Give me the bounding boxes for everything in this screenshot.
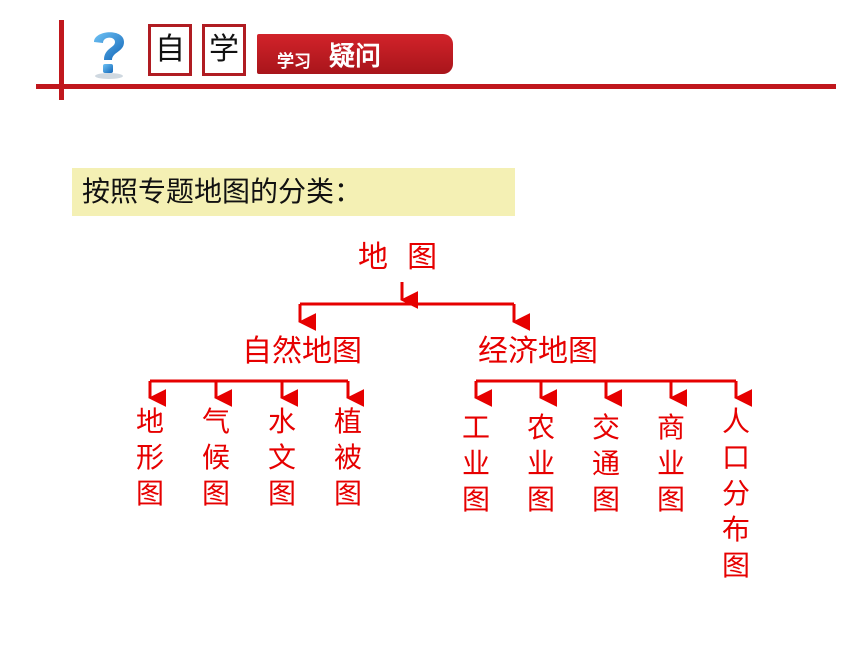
banner-large-text: 疑问	[329, 42, 382, 72]
branch-economic: 经济地图	[478, 334, 598, 369]
leaf-agriculture-map: 农业图	[526, 411, 555, 516]
leaf-population-map: 人口分布图	[721, 405, 750, 582]
section-banner: 学习 疑问	[257, 34, 453, 74]
leaf-climate-map: 气候图	[201, 405, 230, 510]
leaf-transport-map: 交通图	[591, 411, 620, 516]
char-box-zi: 自	[148, 24, 192, 76]
leaf-vegetation-map: 植被图	[333, 405, 362, 510]
leaf-commerce-map: 商业图	[656, 411, 685, 516]
prompt-text: 按照专题地图的分类：	[72, 168, 515, 216]
branch-natural: 自然地图	[242, 334, 362, 369]
leaf-hydrology-map: 水文图	[267, 405, 296, 510]
tree-root: 地 图	[358, 240, 438, 275]
leaf-terrain-map: 地形图	[135, 405, 164, 510]
header-rule	[36, 84, 836, 89]
leaf-industry-map: 工业图	[461, 411, 490, 516]
header-vertical-rule	[59, 20, 64, 100]
char-box-xue: 学	[202, 24, 246, 76]
question-mark-icon	[94, 32, 124, 79]
banner-small-text: 学习	[277, 52, 311, 72]
